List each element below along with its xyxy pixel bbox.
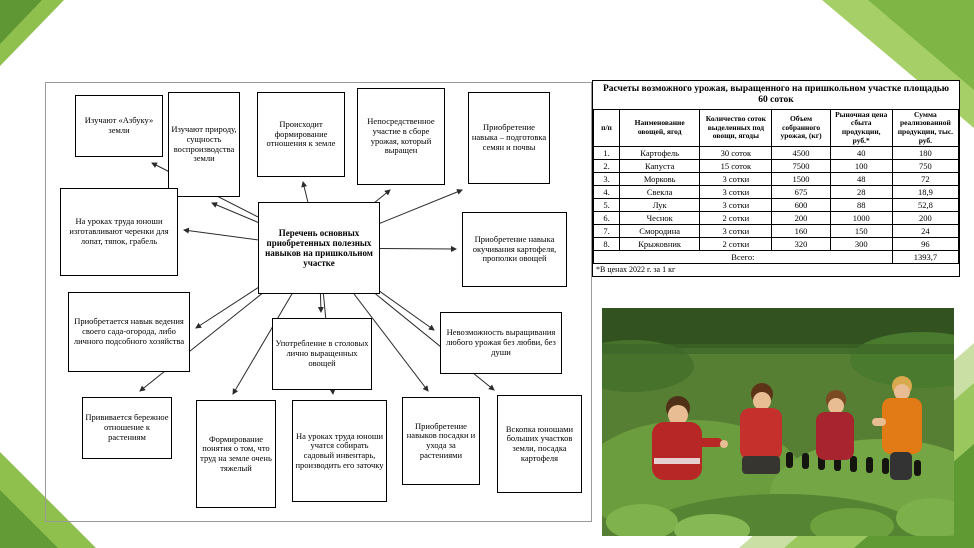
cell: 2 сотки [699, 237, 773, 252]
cell: 48 [829, 172, 893, 187]
table-row: 6. Чеснок 2 сотки 200 1000 200 [592, 211, 960, 226]
table-row: 1. Картофель 30 соток 4500 40 180 [592, 146, 960, 161]
cell: 40 [829, 146, 893, 161]
table-row: 3. Морковь 3 сотки 1500 48 72 [592, 172, 960, 187]
diagram-node: Изучают «Азбуку» земли [75, 95, 163, 157]
diagram-center-node: Перечень основных приобретенных полезных… [258, 202, 380, 294]
table-header-row: п/п Наименование овощей, ягод Количество… [592, 108, 960, 148]
cell: 72 [891, 172, 960, 187]
diagram-node: Прививается бережное отношение к растени… [82, 397, 172, 459]
total-value: 1393,7 [891, 250, 960, 265]
cell: 3 сотки [699, 172, 773, 187]
cell: 7500 [771, 159, 831, 174]
garden-photo [602, 308, 954, 536]
diagram-node: Приобретение навыков посадки и ухода за … [402, 397, 480, 485]
cell: Лук [619, 198, 701, 213]
cell: 675 [771, 185, 831, 200]
total-label: Всего: [593, 250, 893, 265]
cell: 30 соток [699, 146, 773, 161]
cell: 7. [592, 224, 621, 239]
col-header: Рыночная цена сбыта продукции, руб.* [829, 108, 893, 148]
diagram-node: Приобретение навыка – подготовка семян и… [468, 92, 550, 184]
diagram-node: Изучают природу, сущность воспроизводств… [168, 92, 240, 197]
cell: 3 сотки [699, 198, 773, 213]
cell: 3 сотки [699, 224, 773, 239]
diagram-node: На уроках труда юноши изготавливают чере… [60, 188, 178, 276]
cell: 150 [829, 224, 893, 239]
table-row: 4. Свекла 3 сотки 675 28 18,9 [592, 185, 960, 200]
diagram-node: Вскопка юношами больших участков земли, … [497, 395, 582, 493]
diagram-node: Формирование понятия о том, что труд на … [196, 400, 276, 508]
cell: 180 [891, 146, 960, 161]
diagram-node: Невозможность выращивания любого урожая … [440, 312, 562, 374]
table-row: 7. Смородина 3 сотки 160 150 24 [592, 224, 960, 239]
cell: Свекла [619, 185, 701, 200]
cell: 300 [829, 237, 893, 252]
col-header: Наименование овощей, ягод [619, 108, 701, 148]
table-footnote: *В ценах 2022 г. за 1 кг [596, 265, 676, 275]
cell: 750 [891, 159, 960, 174]
cell: 8. [592, 237, 621, 252]
cell: 3 сотки [699, 185, 773, 200]
table-row: 2. Капуста 15 соток 7500 100 750 [592, 159, 960, 174]
cell: Морковь [619, 172, 701, 187]
cell: 1500 [771, 172, 831, 187]
cell: 1000 [829, 211, 893, 226]
cell: 2. [592, 159, 621, 174]
cell: Картофель [619, 146, 701, 161]
cell: 200 [891, 211, 960, 226]
cell: 28 [829, 185, 893, 200]
cell: 600 [771, 198, 831, 213]
cell: 6. [592, 211, 621, 226]
cell: 200 [771, 211, 831, 226]
diagram-node: Употребление в столовых лично выращенных… [272, 318, 372, 390]
diagram-frame [45, 82, 592, 522]
diagram-node: Приобретение навыка окучивания картофеля… [462, 212, 567, 287]
diagram-node: Происходит формирование отношения к земл… [257, 92, 345, 177]
table-row: 5. Лук 3 сотки 600 88 52,8 [592, 198, 960, 213]
cell: Капуста [619, 159, 701, 174]
cell: 4500 [771, 146, 831, 161]
cell: 4. [592, 185, 621, 200]
col-header: Объем собранного урожая, (кг) [771, 108, 831, 148]
cell: Крыжовник [619, 237, 701, 252]
cell: 5. [592, 198, 621, 213]
cell: 100 [829, 159, 893, 174]
harvest-table-block: Расчеты возможного урожая, выращенного н… [592, 80, 960, 278]
harvest-table: п/п Наименование овощей, ягод Количество… [592, 108, 960, 265]
cell: 24 [891, 224, 960, 239]
garden-photo-art [602, 308, 954, 536]
cell: 3. [592, 172, 621, 187]
table-title: Расчеты возможного урожая, выращенного н… [602, 84, 950, 106]
diagram-node: На уроках труда юноши учатся собирать са… [292, 400, 387, 502]
cell: 18,9 [891, 185, 960, 200]
diagram-node: Приобретается навык ведения своего сада-… [68, 292, 190, 372]
col-header: п/п [592, 108, 621, 148]
diagram-node: Непосредственное участие в сборе урожая,… [357, 88, 445, 185]
cell: 2 сотки [699, 211, 773, 226]
cell: 52,8 [891, 198, 960, 213]
cell: Смородина [619, 224, 701, 239]
col-header: Количество соток выделенных под овощи, я… [699, 108, 773, 148]
table-row: 8. Крыжовник 2 сотки 320 300 96 [592, 237, 960, 252]
table-total-row: Всего: 1393,7 [593, 250, 960, 265]
cell: 88 [829, 198, 893, 213]
cell: Чеснок [619, 211, 701, 226]
cell: 160 [771, 224, 831, 239]
cell: 15 соток [699, 159, 773, 174]
cell: 320 [771, 237, 831, 252]
cell: 96 [891, 237, 960, 252]
cell: 1. [592, 146, 621, 161]
col-header: Сумма реализованной продукции, тыс. руб. [891, 108, 960, 148]
